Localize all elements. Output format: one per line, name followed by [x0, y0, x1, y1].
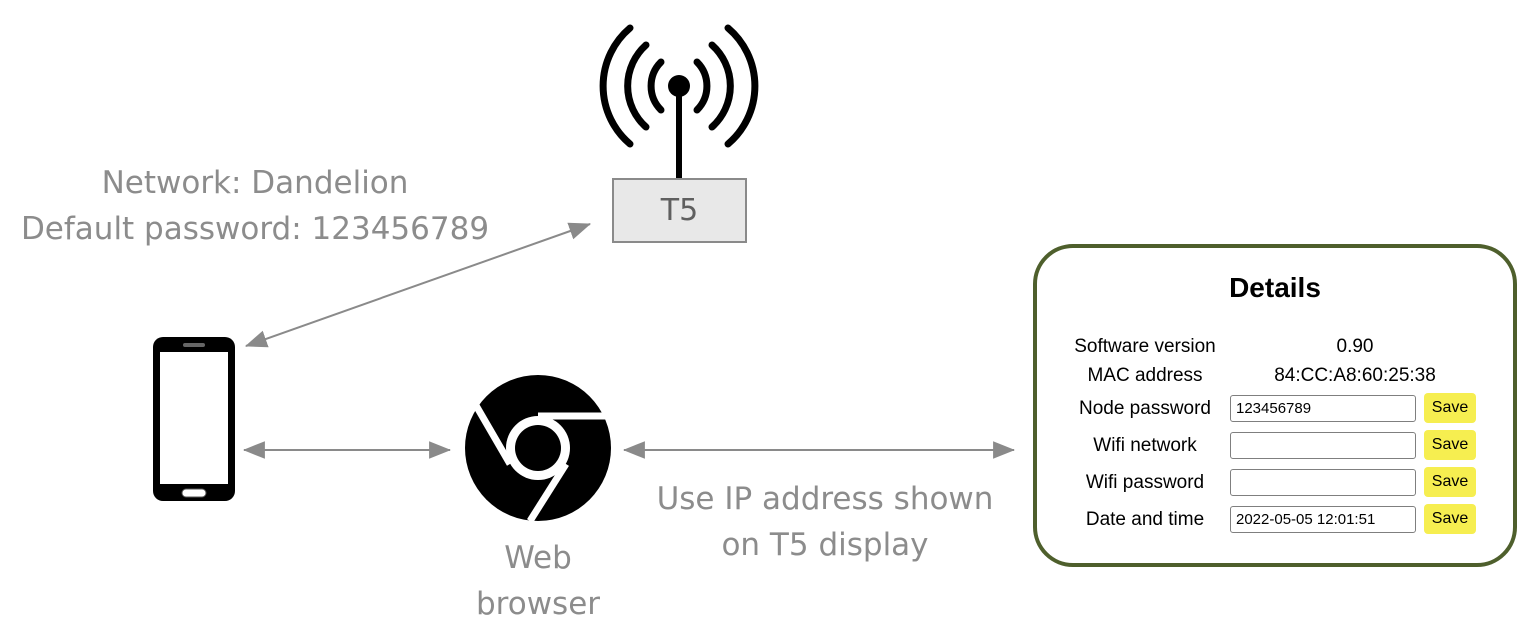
wifi-password-input[interactable] [1230, 469, 1416, 496]
network-info: Network: Dandelion Default password: 123… [0, 160, 510, 252]
browser-label-line1: Web [504, 540, 572, 576]
mac-address-value: 84:CC:A8:60:25:38 [1274, 365, 1436, 386]
smartphone-icon [153, 337, 235, 501]
t5-device-box: T5 [612, 178, 747, 243]
details-panel: Details Software version 0.90 MAC addres… [1033, 244, 1517, 567]
arrow-phone-t5 [244, 222, 592, 348]
wifi-password-save-button[interactable]: Save [1424, 467, 1476, 497]
ip-note-line1: Use IP address shown [656, 481, 994, 517]
wifi-network-input[interactable] [1230, 432, 1416, 459]
software-version-value: 0.90 [1336, 336, 1374, 357]
wifi-network-label: Wifi network [1093, 435, 1197, 456]
date-time-save-button[interactable]: Save [1424, 504, 1476, 534]
mac-address-label: MAC address [1087, 365, 1203, 386]
t5-label: T5 [660, 193, 699, 228]
browser-label: Web browser [458, 535, 618, 627]
network-name-text: Network: Dandelion [101, 165, 409, 201]
date-time-input[interactable] [1230, 506, 1416, 533]
default-password-text: Default password: 123456789 [20, 211, 490, 247]
ip-note-line2: on T5 display [721, 527, 929, 563]
details-title: Details [1229, 272, 1321, 303]
browser-label-line2: browser [475, 586, 601, 622]
date-time-label: Date and time [1085, 509, 1205, 530]
wifi-password-label: Wifi password [1085, 472, 1205, 493]
node-password-save-button[interactable]: Save [1424, 393, 1476, 423]
software-version-label: Software version [1074, 336, 1216, 357]
chrome-browser-icon [465, 375, 611, 523]
antenna-icon [599, 24, 759, 178]
wifi-network-save-button[interactable]: Save [1424, 430, 1476, 460]
node-password-input[interactable] [1230, 395, 1416, 422]
node-password-label: Node password [1078, 398, 1212, 419]
ip-address-note: Use IP address shown on T5 display [640, 476, 1010, 568]
